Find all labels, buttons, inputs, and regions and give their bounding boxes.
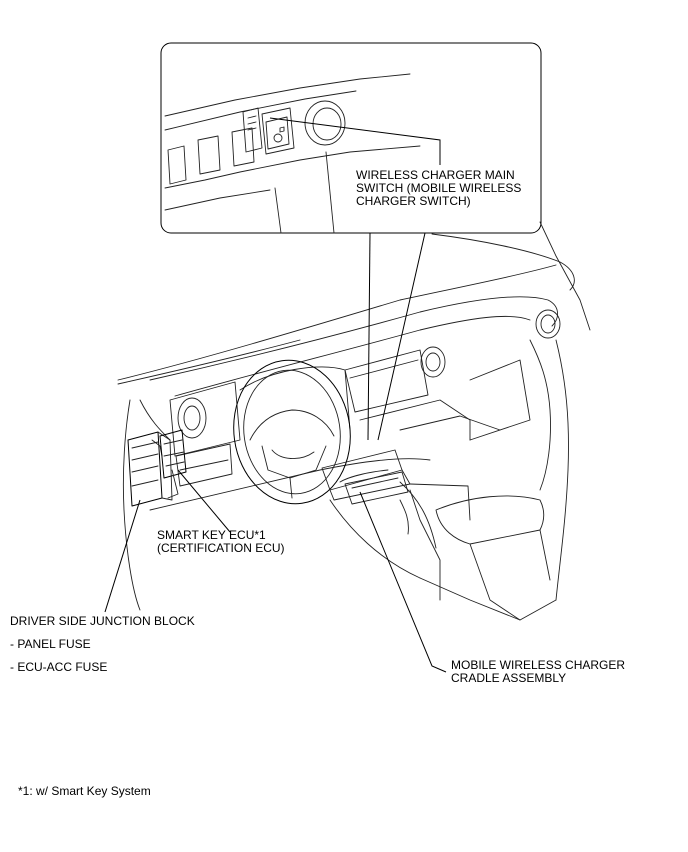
wireless-charger-cradle bbox=[344, 471, 409, 505]
label-line: WIRELESS CHARGER MAIN bbox=[356, 168, 515, 182]
label-line: CRADLE ASSEMBLY bbox=[451, 671, 567, 685]
footnote: *1: w/ Smart Key System bbox=[18, 784, 151, 798]
label-line: SMART KEY ECU*1 bbox=[157, 528, 266, 542]
center-console bbox=[321, 449, 557, 621]
label-line: CHARGER SWITCH) bbox=[356, 194, 471, 208]
steering-wheel bbox=[233, 359, 351, 505]
switch-detail-inset bbox=[160, 42, 542, 234]
wireless-charger-main-switch-label: WIRELESS CHARGER MAIN SWITCH (MOBILE WIR… bbox=[356, 169, 521, 208]
leader-lines bbox=[104, 117, 447, 673]
label-line: DRIVER SIDE JUNCTION BLOCK bbox=[10, 614, 195, 628]
smart-key-ecu-label: SMART KEY ECU*1 (CERTIFICATION ECU) bbox=[157, 529, 285, 555]
wireless-charger-switch bbox=[242, 107, 295, 155]
mobile-wireless-charger-cradle-label: MOBILE WIRELESS CHARGER CRADLE ASSEMBLY bbox=[451, 659, 625, 685]
label-line: MOBILE WIRELESS CHARGER bbox=[451, 658, 626, 672]
left-air-vent bbox=[177, 397, 207, 439]
driver-side-junction-block bbox=[127, 431, 173, 507]
label-line: - PANEL FUSE bbox=[10, 637, 91, 651]
label-line: SWITCH (MOBILE WIRELESS bbox=[356, 181, 522, 195]
dashboard-body bbox=[117, 221, 591, 611]
label-line: - ECU-ACC FUSE bbox=[10, 660, 108, 674]
driver-side-junction-block-label: DRIVER SIDE JUNCTION BLOCK - PANEL FUSE … bbox=[10, 615, 195, 674]
label-line: (CERTIFICATION ECU) bbox=[157, 541, 285, 555]
smart-key-ecu bbox=[159, 429, 187, 499]
center-air-vent bbox=[420, 346, 446, 378]
right-air-vent bbox=[535, 309, 561, 339]
